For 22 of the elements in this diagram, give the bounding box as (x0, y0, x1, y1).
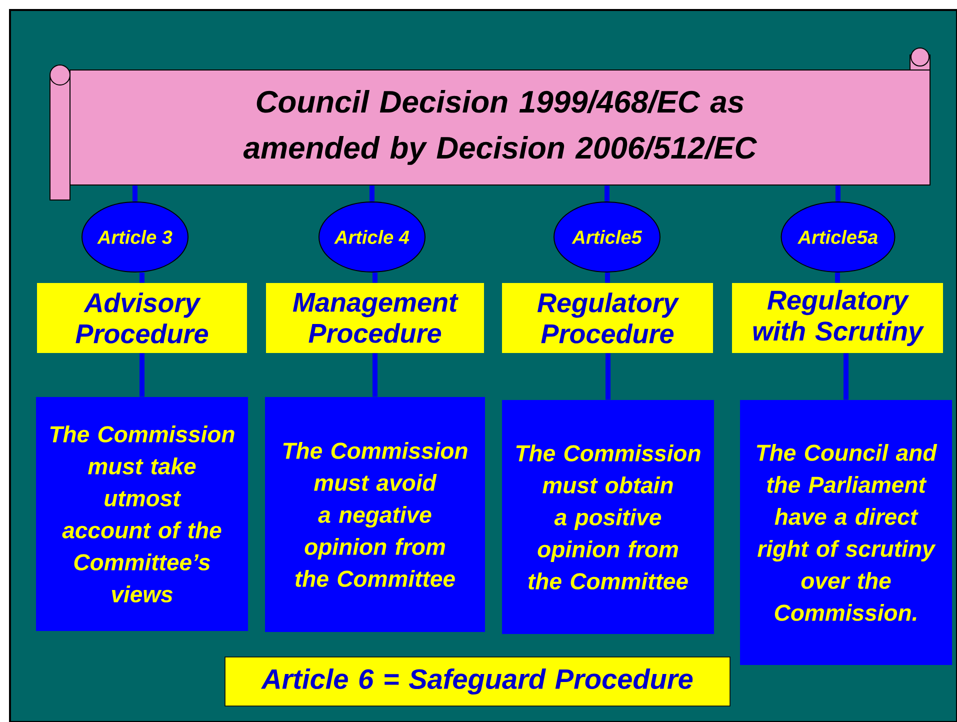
connector-line (604, 186, 610, 202)
connector-line (370, 186, 374, 202)
connector-line (835, 272, 840, 283)
connector-line (844, 353, 849, 400)
safeguard-box: Article 6 = Safeguard Procedure (224, 656, 730, 706)
connector-line (140, 353, 144, 397)
connector-line (372, 353, 378, 397)
connector-line (140, 272, 144, 283)
procedure-box: Management Procedure (266, 283, 484, 353)
procedure-box: Advisory Procedure (37, 283, 247, 353)
procedure-box: Regulatory Procedure (502, 283, 713, 353)
description-box: The Commission must avoid a negative opinion from the Committee (265, 397, 485, 632)
connector-line (836, 186, 841, 202)
connector-line (606, 353, 611, 400)
description-box: The Commission must obtain a positive opinion from the Committee (502, 400, 714, 634)
connector-line (132, 186, 138, 202)
scroll-banner: Council Decision 1999/468/EC as amended by Decision 2006/512/EC (50, 48, 931, 200)
procedure-box: Regulatory with Scrutiny (732, 283, 944, 353)
description-box: The Council and the Parliament have a direct right of scrutiny over the Commission. (740, 400, 952, 665)
connector-line (605, 272, 610, 283)
connector-line (372, 272, 378, 283)
description-box: The Commission must take utmost account of the Committee’s views (36, 397, 248, 631)
